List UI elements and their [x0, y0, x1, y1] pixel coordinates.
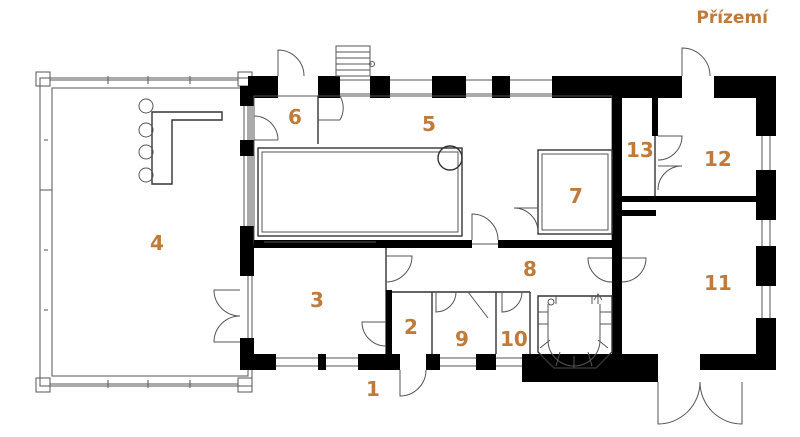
room-label-8: 8 — [523, 257, 537, 281]
plan-title: Přízemí — [696, 8, 768, 28]
room-label-1: 1 — [366, 377, 380, 401]
room-label-9: 9 — [455, 327, 469, 351]
room-label-11: 11 — [704, 271, 732, 295]
room-label-12: 12 — [704, 147, 732, 171]
room-label-10: 10 — [500, 327, 528, 351]
entrance-steps — [335, 45, 375, 77]
interior-walls — [253, 95, 756, 354]
room-label-13: 13 — [626, 138, 654, 162]
room-label-3: 3 — [310, 288, 324, 312]
pool — [257, 145, 463, 237]
room-label-5: 5 — [422, 112, 436, 136]
room-label-4: 4 — [150, 231, 164, 255]
bar-counter — [138, 98, 223, 185]
room-label-6: 6 — [288, 105, 302, 129]
doors — [213, 47, 743, 425]
staircase — [537, 293, 613, 369]
room-labels: 1 2 3 4 5 6 7 8 9 10 11 12 13 — [150, 105, 732, 401]
room-label-7: 7 — [569, 184, 583, 208]
room-label-2: 2 — [404, 315, 418, 339]
